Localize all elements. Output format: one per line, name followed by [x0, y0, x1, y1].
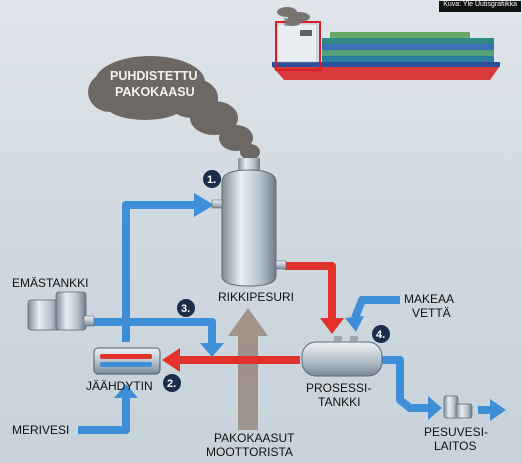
step-number-3: 3. [181, 303, 190, 315]
engine-exhaust-label-2: MOOTTORISTA [206, 445, 293, 459]
image-credit: Kuva: Yle Uutisgrafiikka [439, 1, 521, 12]
scrubber-to-tank-pipe [285, 262, 336, 318]
step-badge-1: 1. [203, 170, 221, 188]
process-tank-label-1: PROSESSI- [306, 381, 371, 395]
step-badge-2: 2. [163, 374, 181, 392]
blue-water-flows [78, 201, 492, 434]
process-tank-label-2: TANKKI [318, 395, 360, 409]
engine-exhaust-label-1: PAKOKAASUT [214, 431, 295, 445]
step-number-1: 1. [207, 174, 216, 186]
scrubber-label: RIKKIPESURI [218, 290, 294, 304]
washwater-out-pipe [378, 356, 430, 412]
scrubber-tower [211, 158, 287, 287]
red-flows [178, 262, 336, 364]
seawater-label: MERIVESI [12, 423, 69, 437]
washing-plant-label-2: LAITOS [434, 439, 476, 453]
step-badge-3: 3. [177, 299, 195, 317]
freshwater-pipe [351, 296, 400, 320]
washing-plant [443, 395, 473, 419]
container-ship [272, 18, 500, 80]
step-badge-4: 4. [372, 325, 390, 343]
cooler-unit [93, 347, 161, 375]
clean-exhaust-cloud [88, 56, 260, 160]
cooler-label: JÄÄHDYTIN [86, 379, 153, 393]
engine-exhaust-arrow [228, 308, 268, 430]
base-tank-label: EMÄSTANKKI [12, 276, 88, 290]
blue-arrowheads [114, 193, 506, 421]
washing-plant-label-1: PESUVESI- [424, 425, 488, 439]
red-arrowheads [162, 318, 344, 372]
fresh-water-label-2: VETTÄ [412, 306, 451, 320]
cooler-to-scrubber-pipe [122, 201, 196, 342]
step-number-2: 2. [167, 378, 176, 390]
process-tank [301, 336, 383, 377]
fresh-water-label-1: MAKEAA [404, 292, 454, 306]
clean-exhaust-label-1: PUHDISTETTU [110, 69, 198, 83]
clean-exhaust-label-2: PAKOKAASU [115, 85, 195, 99]
base-tank-pipe [94, 318, 216, 345]
base-tank [27, 291, 95, 331]
seawater-pipe [78, 396, 130, 434]
step-number-4: 4. [376, 329, 385, 341]
ship-smoke [277, 7, 310, 26]
